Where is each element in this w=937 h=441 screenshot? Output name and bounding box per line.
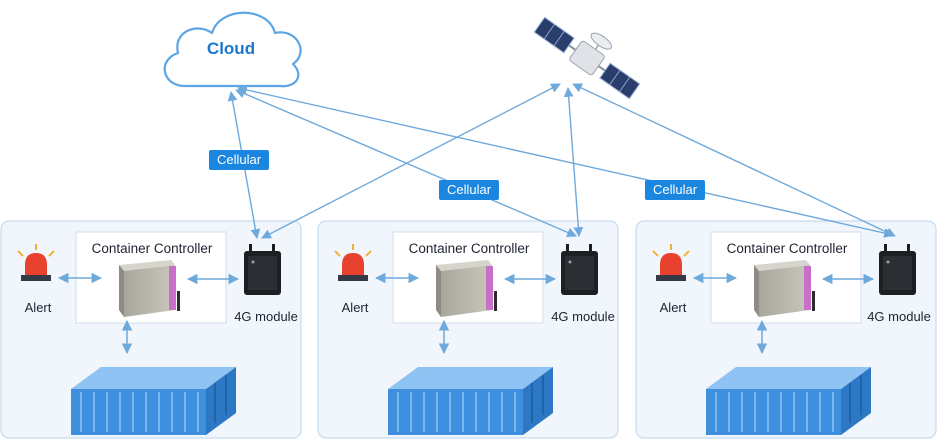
- cloud-label: Cloud: [206, 39, 256, 58]
- cellular-links: [227, 83, 896, 239]
- cloud-icon: [163, 11, 302, 88]
- cellular-badge-2: Cellular: [438, 180, 500, 200]
- site-1-controller-title: Container Controller: [91, 241, 213, 256]
- site-1-module-label: 4G module: [234, 309, 298, 324]
- site-2-controller-title: Container Controller: [408, 241, 530, 256]
- satellite-icon: [533, 16, 641, 100]
- site-2-alert-label: Alert: [341, 300, 369, 315]
- site-1-alert-label: Alert: [24, 300, 52, 315]
- cellular-badge-1: Cellular: [208, 150, 270, 170]
- site-3-alert-label: Alert: [659, 300, 687, 315]
- site-2-module-label: 4G module: [551, 309, 615, 324]
- site-3-module-label: 4G module: [867, 309, 931, 324]
- site-3-controller-title: Container Controller: [726, 241, 848, 256]
- cellular-badge-3: Cellular: [644, 180, 706, 200]
